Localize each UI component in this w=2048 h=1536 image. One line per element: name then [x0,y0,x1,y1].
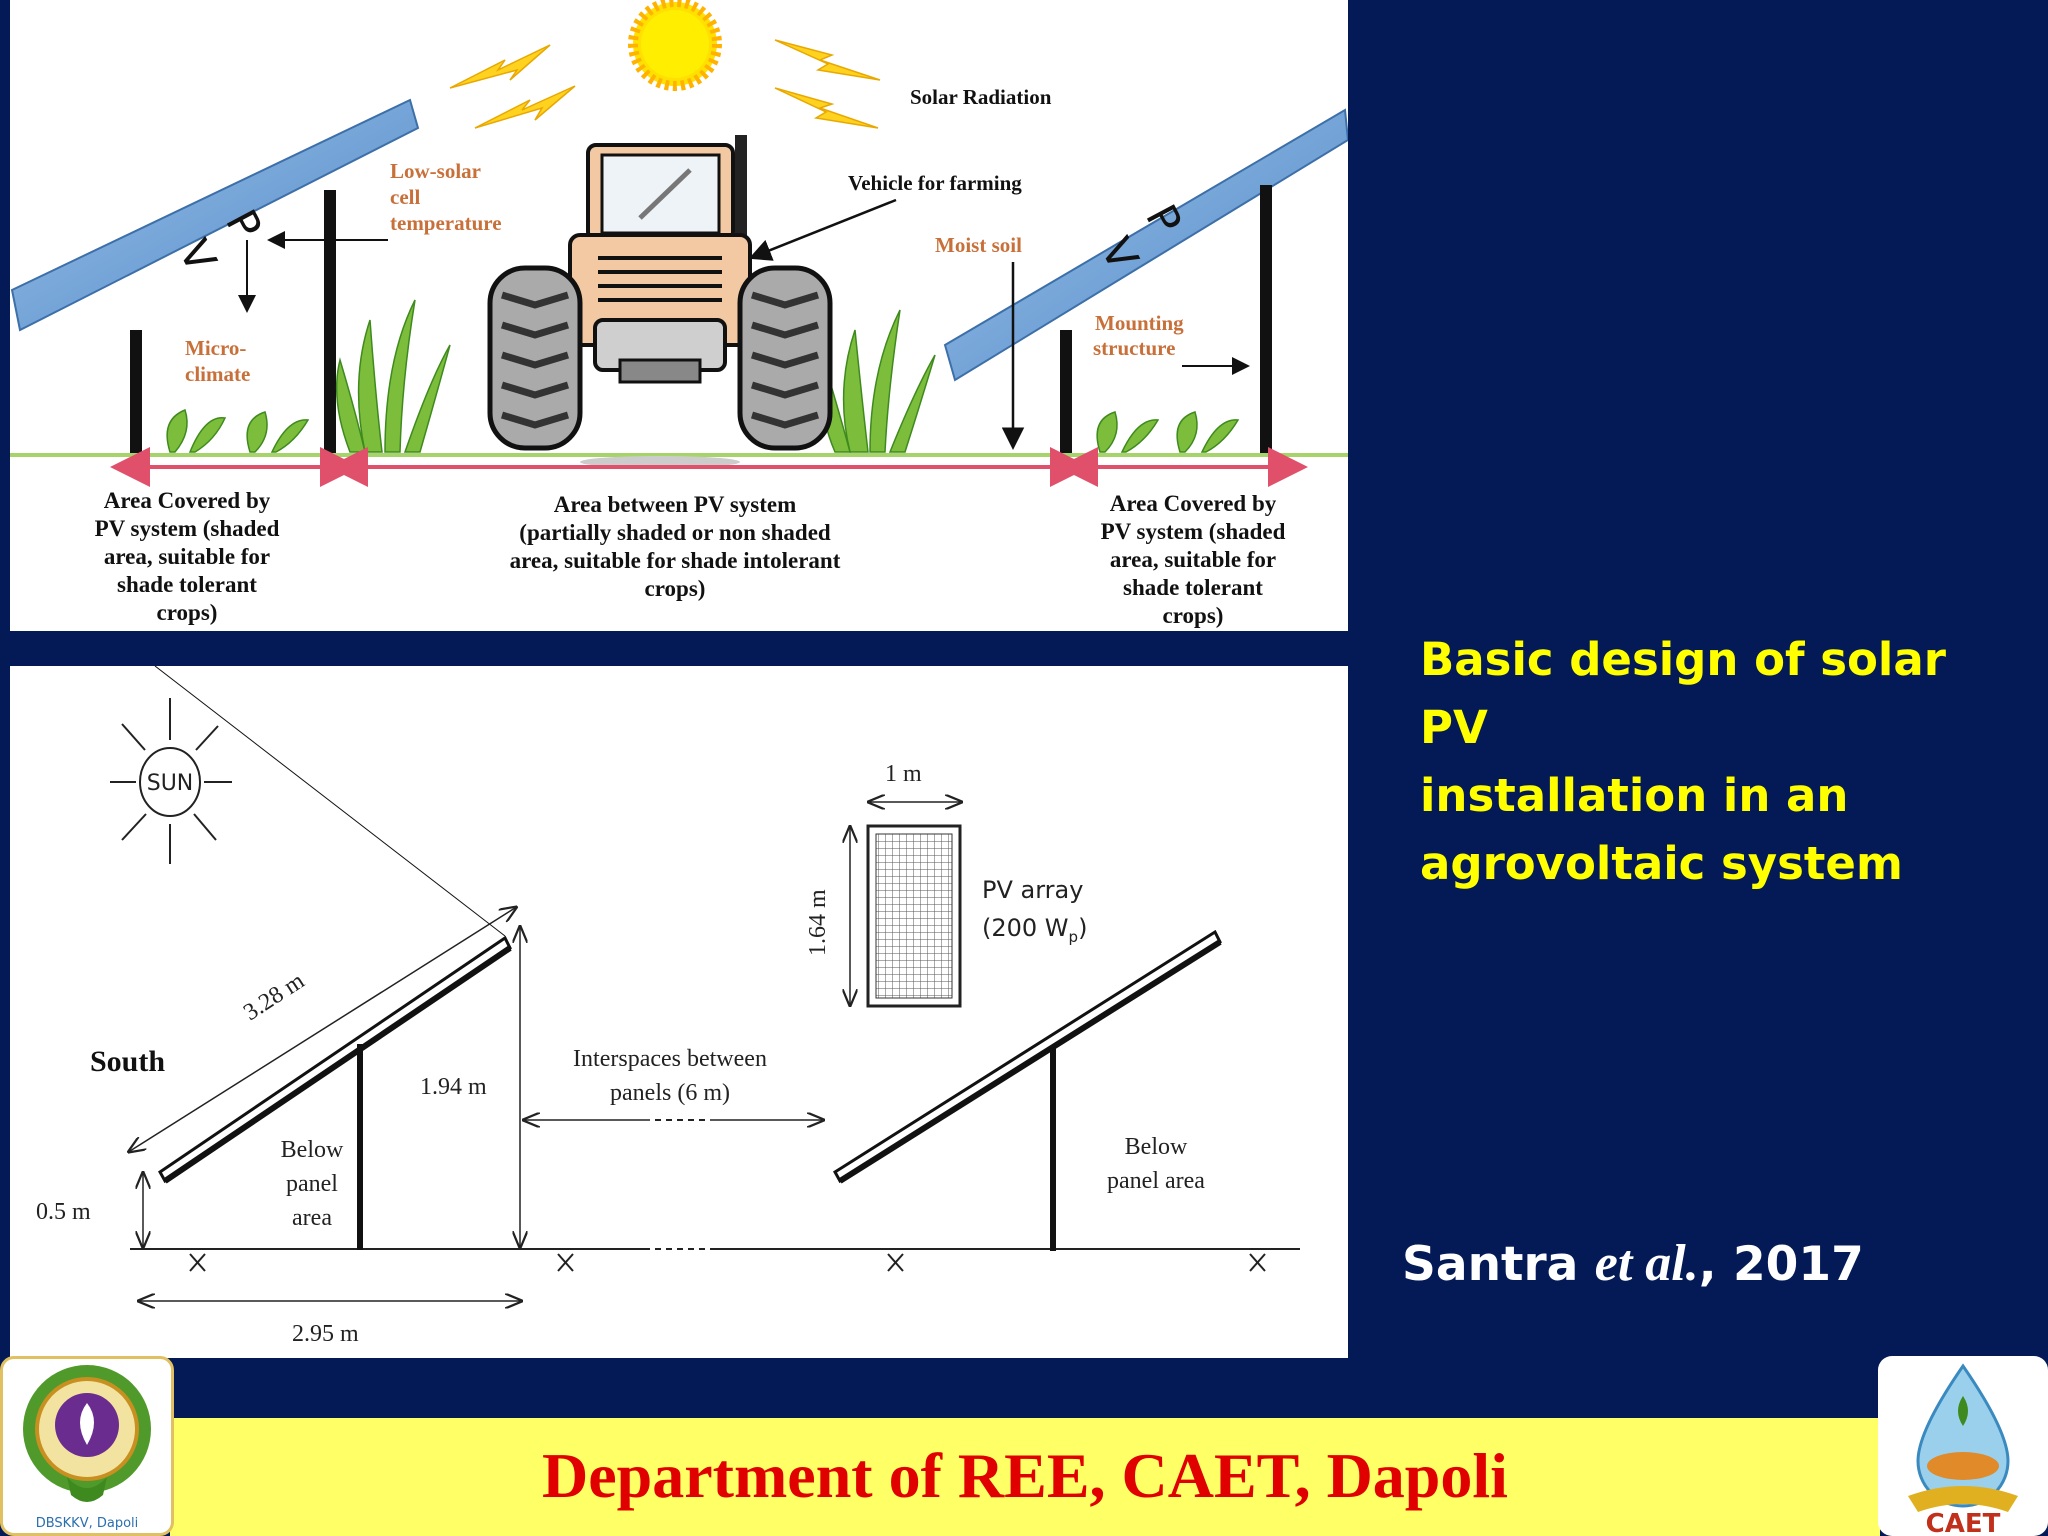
svg-text:PV system (shaded: PV system (shaded [95,516,280,541]
sun-label: SUN [147,771,194,796]
svg-text:crops): crops) [1163,603,1224,628]
sun-icon [110,698,232,864]
pv-array-label: PV array [982,876,1083,904]
svg-text:area, suitable for: area, suitable for [1110,547,1276,572]
array-height-label: 1.64 m [805,889,831,956]
dimension-arrows [130,802,960,1301]
pv-array-module [866,824,962,1008]
area-right-caption: Area Covered by PV system (shaded area, … [1101,491,1286,628]
array-width-label: 1 m [885,761,922,787]
svg-text:crops): crops) [645,576,706,601]
svg-text:panel: panel [286,1171,338,1197]
svg-text:Area Covered by: Area Covered by [1110,491,1277,516]
solar-radiation-label: Solar Radiation [910,85,1052,109]
svg-text:temperature: temperature [390,211,502,235]
svg-text:Low-solar: Low-solar [390,159,481,183]
panel-length-label: 3.28 m [239,968,309,1026]
svg-text:shade tolerant: shade tolerant [117,572,257,597]
base-height-label: 0.5 m [36,1199,91,1225]
sun-icon [628,0,722,91]
svg-text:Area between PV system: Area between PV system [554,492,797,517]
low-solar-label: Low-solar cell temperature [390,159,502,235]
svg-text:panels (6 m): panels (6 m) [610,1080,730,1106]
svg-text:Below: Below [1125,1134,1188,1160]
svg-text:Interspaces between: Interspaces between [573,1046,767,1072]
right-logo-caption: CAET [1926,1509,2001,1536]
pv-panel-right [833,929,1222,1251]
area-left-caption: Area Covered by PV system (shaded area, … [95,488,280,625]
pv-layout-schematic: SUN South 3.28 m 1 [10,666,1348,1358]
university-logo: DBSKKV, Dapoli [0,1356,174,1536]
svg-text:area, suitable for: area, suitable for [104,544,270,569]
svg-text:Micro-: Micro- [185,336,246,360]
tractor-illustration [487,135,833,468]
svg-text:Area Covered by: Area Covered by [104,488,271,513]
below-panel-right-label: Below panel area [1107,1134,1205,1194]
svg-text:area: area [292,1205,332,1231]
vehicle-label: Vehicle for farming [848,171,1022,195]
svg-text:Below: Below [281,1137,344,1163]
south-label: South [90,1045,165,1078]
pv-rating-label: (200 Wp) [982,914,1087,946]
mounting-structure-label: Mounting structure [1093,311,1184,360]
left-logo-caption: DBSKKV, Dapoli [36,1516,139,1531]
lightning-rays [449,39,881,129]
svg-text:climate: climate [185,362,250,386]
moist-soil-label: Moist soil [935,233,1022,257]
svg-text:Mounting: Mounting [1095,311,1184,335]
footer-bar: Department of REE, CAET, Dapoli [170,1418,1880,1536]
svg-text:panel area: panel area [1107,1168,1205,1194]
crop-plants [166,299,1240,453]
svg-text:cell: cell [390,185,420,209]
vehicle-arrow [748,198,897,261]
agrovoltaic-illustration: Solar Radiation P V P V [10,0,1348,631]
svg-text:crops): crops) [157,600,218,625]
svg-text:shade tolerant: shade tolerant [1123,575,1263,600]
svg-text:(partially shaded or non shade: (partially shaded or non shaded [519,520,831,545]
slide-title: Basic design of solar PV installation in… [1420,633,1946,890]
footer-title: Department of REE, CAET, Dapoli [542,1440,1508,1511]
water-drop-icon [1916,1363,2010,1508]
area-middle-caption: Area between PV system (partially shaded… [510,492,841,601]
pv-panel-right: P V [943,108,1348,455]
svg-text:area, suitable for shade intol: area, suitable for shade intolerant [510,548,841,573]
ground-hatch [189,1253,1266,1272]
citation: Santra et al., 2017 [1402,1235,1864,1292]
ground-width-label: 2.95 m [292,1321,359,1347]
caet-logo: CAET [1878,1356,2048,1536]
svg-text:structure: structure [1093,336,1175,360]
micro-climate-label: Micro- climate [185,336,250,386]
interspaces-label: Interspaces between panels (6 m) [573,1046,767,1106]
height-label: 1.94 m [420,1074,487,1100]
below-panel-left-label: Below panel area [281,1137,344,1231]
svg-text:PV system (shaded: PV system (shaded [1101,519,1286,544]
pv-panel-left: P V [10,98,420,455]
